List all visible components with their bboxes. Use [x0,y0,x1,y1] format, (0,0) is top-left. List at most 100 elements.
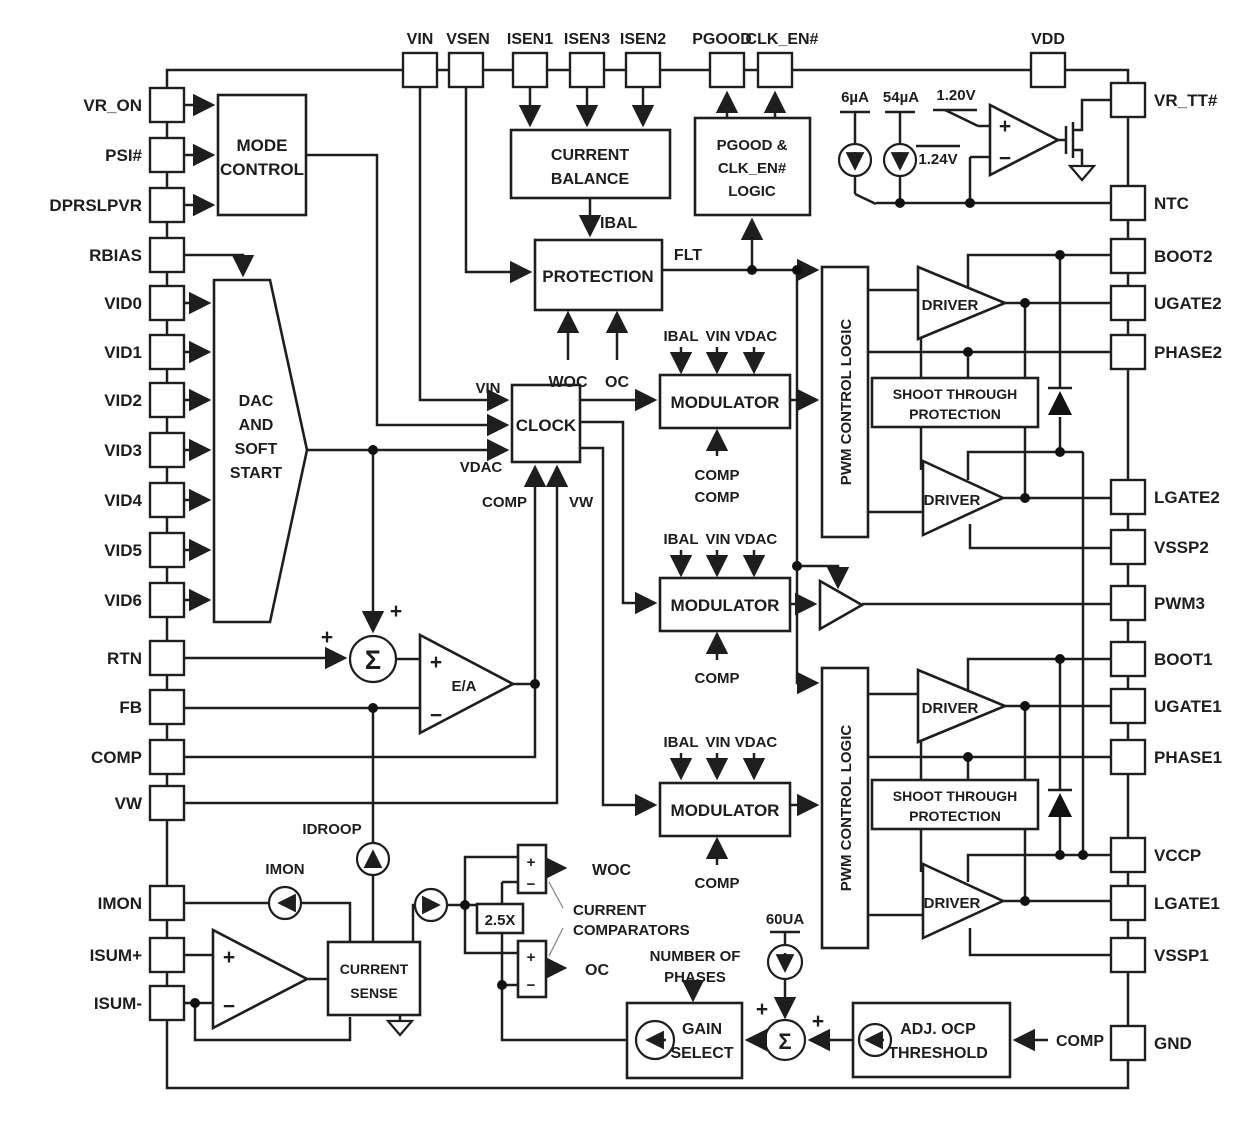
junction-dot [1055,250,1065,260]
wire [944,108,979,128]
current-source-icon [634,1019,676,1061]
svg-text:MODULATOR: MODULATOR [671,393,780,412]
svg-text:VCCP: VCCP [1154,846,1201,865]
wire [968,928,1111,957]
vin-label: VIN [705,531,730,548]
symbols: Σ Σ [211,102,1097,1062]
diode-icon [1048,386,1072,415]
vdac-label: VDAC [735,328,778,345]
junction-dot [963,347,973,357]
driver-triangle [916,668,1009,744]
wire [411,903,415,942]
pwm3-buffer-triangle [818,578,865,632]
junction-dot [1078,850,1088,860]
pins-right: VR_TT# NTC BOOT2 UGATE2 PHASE2 LGATE2 VS… [1109,81,1222,1062]
pin-rtn: RTN [107,639,186,677]
driver-label: DRIVER [924,895,981,912]
ibal-label: IBAL [664,328,699,345]
svg-text:UGATE2: UGATE2 [1154,294,1222,313]
svg-text:START: START [230,465,282,482]
54ua-label: 54µA [883,89,919,106]
current-source-icon [766,943,804,981]
pin-dprslpvr: DPRSLPVR [49,186,186,224]
junction-dot [1020,493,1030,503]
block-current-balance: CURRENT BALANCE [509,128,672,200]
ibal-label: IBAL [664,531,699,548]
svg-text:LGATE2: LGATE2 [1154,488,1220,507]
block-current-sense: CURRENT SENSE [326,940,422,1017]
60ua-label: 60UA [766,911,805,928]
block-woc-comparator: + − [516,843,548,895]
current-source-icon [355,841,391,877]
pin-isum-plus: ISUM+ [90,936,186,974]
wire [548,927,564,957]
svg-text:MODULATOR: MODULATOR [671,596,780,615]
wire [418,87,510,412]
svg-text:MODE: MODE [237,136,288,155]
pin-isen3: ISEN3 [564,31,610,89]
wire [1074,98,1111,132]
ttcomparator-triangle [988,102,1061,178]
block-shoot-through-2: SHOOT THROUGH PROTECTION [870,376,1040,429]
block-modulator-2: MODULATOR [658,576,792,633]
summing-junction-icon: Σ [348,634,398,684]
svg-text:PWM3: PWM3 [1154,594,1205,613]
pin-gnd: GND [1109,1024,1192,1062]
current-source-icon [267,885,303,921]
block-pwm-control-logic-1: PWM CONTROL LOGIC [820,666,870,950]
wire [464,87,533,284]
wire [580,420,658,615]
driver-label: DRIVER [922,700,979,717]
comp-label: COMP [695,489,740,506]
svg-text:GAIN: GAIN [682,1021,722,1038]
pin-ugate2: UGATE2 [1109,284,1222,322]
junction-dot [1020,298,1030,308]
svg-text:PWM CONTROL LOGIC: PWM CONTROL LOGIC [838,319,855,486]
vin-label: VIN [705,328,730,345]
wires [185,87,1111,1052]
junction-dot [190,998,200,1008]
pin-vw: VW [115,784,186,822]
svg-text:PHASE2: PHASE2 [1154,343,1222,362]
diode-icon [1048,788,1072,817]
svg-text:VW: VW [115,794,143,813]
ibal-label: IBAL [600,215,638,232]
svg-text:ADJ. OCP: ADJ. OCP [900,1021,976,1038]
block-modulator-1: MODULATOR [658,373,792,430]
pin-lgate1: LGATE1 [1109,884,1220,922]
pin-vr-tt: VR_TT# [1109,81,1218,119]
vdac-label: VDAC [735,531,778,548]
svg-text:UGATE1: UGATE1 [1154,697,1222,716]
svg-text:PWM CONTROL LOGIC: PWM CONTROL LOGIC [838,725,855,892]
wire [966,450,1083,480]
block-dac-soft-start: DAC AND SOFT START [212,278,309,624]
svg-text:VR_TT#: VR_TT# [1154,91,1218,110]
current-comparators-label: COMPARATORS [573,922,690,939]
svg-text:BOOT1: BOOT1 [1154,650,1213,669]
svg-text:VID6: VID6 [104,591,142,610]
svg-text:CURRENT: CURRENT [551,147,629,164]
wire [185,464,569,805]
pin-vid0: VID0 [104,284,186,322]
pin-vid2: VID2 [104,381,186,419]
block-pwm-control-logic-2: PWM CONTROL LOGIC [820,265,870,539]
svg-text:IMON: IMON [98,894,142,913]
junction-dot [895,198,905,208]
wire [306,153,510,437]
junction-dot [497,980,507,990]
blocks: MODE CONTROL DAC AND SOFT START CURRENT … [212,93,1040,1080]
svg-text:PROTECTION: PROTECTION [909,808,1001,824]
svg-text:CONTROL: CONTROL [220,160,304,179]
svg-text:BOOT2: BOOT2 [1154,247,1213,266]
junction-dots [190,198,1088,1008]
svg-text:PSI#: PSI# [105,146,142,165]
plus-sign: + [756,998,768,1021]
woc-label: WOC [548,374,588,391]
svg-text:CURRENT: CURRENT [340,961,409,977]
block-clock: CLOCK [510,383,582,464]
wire [580,446,658,817]
pin-imon: IMON [98,884,186,922]
svg-text:LOGIC: LOGIC [728,183,776,200]
plus-sign: + [999,115,1011,138]
